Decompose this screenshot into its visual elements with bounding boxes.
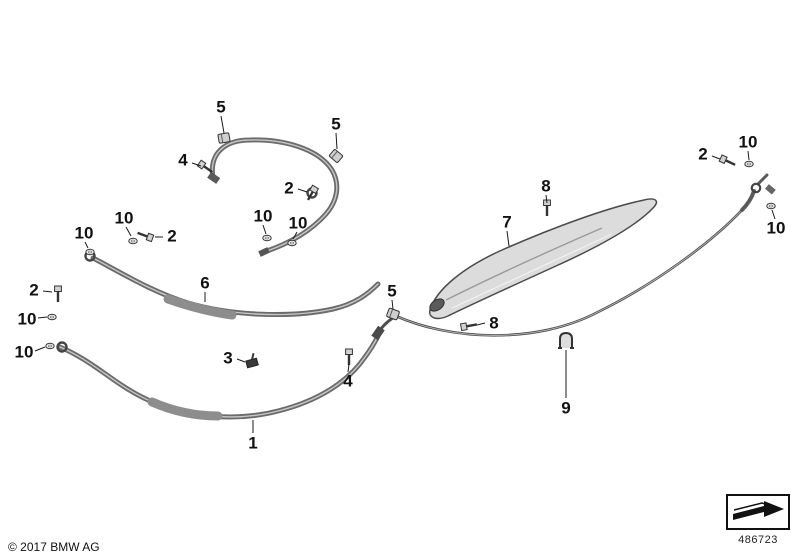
callout-1: 1 bbox=[248, 433, 258, 453]
callout-8-2: 8 bbox=[489, 313, 499, 333]
callout-2-3: 2 bbox=[29, 280, 39, 300]
callout-5-1: 5 bbox=[216, 97, 226, 117]
callout-2-1: 2 bbox=[284, 178, 294, 198]
washers bbox=[45, 160, 776, 350]
callout-4-1: 4 bbox=[178, 150, 188, 170]
clamp-part-9 bbox=[558, 331, 574, 349]
leader-lines bbox=[34, 115, 776, 433]
callout-10-8: 10 bbox=[766, 218, 786, 238]
callout-5-3: 5 bbox=[387, 281, 397, 301]
callout-8-1: 8 bbox=[541, 176, 551, 196]
callout-10-2: 10 bbox=[288, 213, 308, 233]
diagram-number: 486723 bbox=[738, 534, 778, 546]
callout-2-2: 2 bbox=[167, 226, 177, 246]
copyright-text: © 2017 BMW AG bbox=[8, 540, 100, 554]
callout-10-4: 10 bbox=[74, 223, 94, 243]
catalog-arrow-icon bbox=[733, 501, 784, 520]
hoses bbox=[57, 137, 769, 421]
cover-shield bbox=[429, 198, 658, 320]
callout-10-6: 10 bbox=[14, 342, 34, 362]
callout-2-4: 2 bbox=[698, 144, 708, 164]
callout-10-1: 10 bbox=[253, 206, 273, 226]
fittings bbox=[56, 171, 776, 353]
callout-10-3: 10 bbox=[114, 208, 134, 228]
callout-7: 7 bbox=[502, 212, 512, 232]
callout-9: 9 bbox=[561, 398, 571, 418]
callout-3: 3 bbox=[223, 348, 233, 368]
holder-part-3 bbox=[245, 353, 259, 369]
callout-4-2: 4 bbox=[343, 371, 353, 391]
callout-10-7: 10 bbox=[738, 132, 758, 152]
bolts bbox=[54, 154, 736, 365]
callout-5-2: 5 bbox=[331, 114, 341, 134]
clips bbox=[217, 132, 574, 369]
callout-6: 6 bbox=[200, 273, 210, 293]
main-group-icon-box bbox=[726, 494, 790, 530]
callout-10-5: 10 bbox=[17, 309, 37, 329]
